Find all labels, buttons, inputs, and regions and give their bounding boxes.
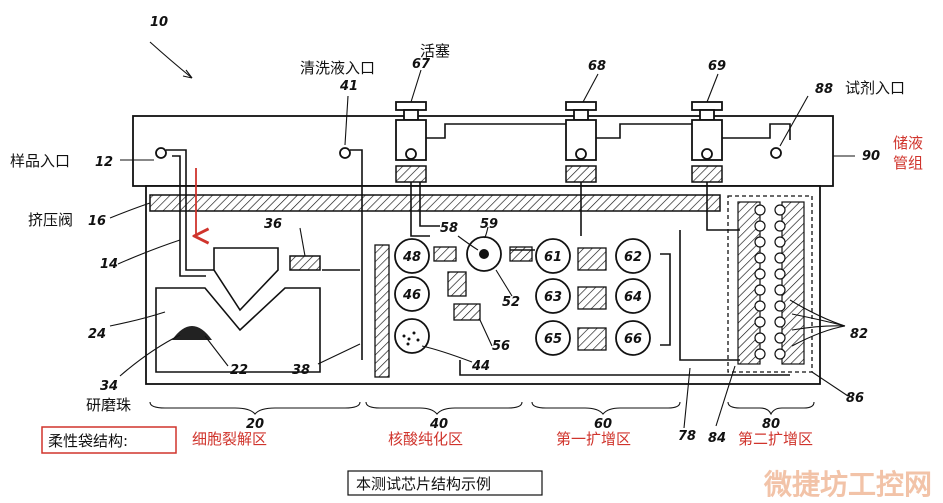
- squeeze-valve-bar: [149, 194, 721, 212]
- wash-inlet-label: 清洗液入口: [300, 59, 375, 77]
- caption-box: [347, 470, 543, 496]
- storage-label-line2: 管组: [893, 154, 923, 172]
- label-38: 38: [292, 363, 310, 378]
- beads-label: 研磨珠: [86, 396, 131, 414]
- zone-60-num: 60: [594, 417, 612, 432]
- label-46: 46: [402, 288, 421, 303]
- squeeze-valve-label: 挤压阀: [28, 211, 73, 229]
- nucleic-zone-label: 核酸纯化区: [388, 430, 463, 448]
- piston-label: 活塞: [420, 42, 450, 60]
- label-14: 14: [100, 257, 118, 272]
- label-44: 44: [471, 359, 490, 374]
- label-86: 86: [846, 391, 864, 406]
- label-66: 66: [624, 332, 642, 347]
- second-amplification-zone: [727, 195, 813, 373]
- sample-inlet-port: [155, 147, 167, 159]
- reagent-inlet-port: [770, 147, 782, 159]
- label-48: 48: [402, 250, 421, 265]
- label-59: 59: [480, 217, 498, 232]
- zone-40-num: 40: [429, 417, 448, 432]
- zone-braces: [149, 401, 815, 416]
- wash-inlet-port: [339, 147, 351, 159]
- label-63: 63: [544, 290, 562, 305]
- label-64: 64: [624, 290, 642, 305]
- label-61: 61: [544, 250, 562, 265]
- leader-lines: [109, 41, 855, 429]
- label-82: 82: [850, 327, 868, 342]
- label-24: 24: [88, 327, 106, 342]
- zone-80-num: 80: [762, 417, 780, 432]
- zone-20-num: 20: [246, 417, 264, 432]
- amp2-zone-label: 第二扩增区: [738, 430, 813, 448]
- wash-inlet-num: 41: [339, 79, 358, 94]
- flex-bag-label: 柔性袋结构:: [48, 432, 128, 450]
- storage-label-line1: 储液: [893, 134, 923, 152]
- lysis-zone-label: 细胞裂解区: [192, 430, 267, 448]
- watermark: 微捷坊工控网: [763, 468, 932, 501]
- label-52: 52: [502, 295, 520, 310]
- label-56: 56: [492, 339, 510, 354]
- caption: 本测试芯片结构示例: [356, 475, 491, 493]
- piston-67: [395, 101, 427, 183]
- label-69: 69: [708, 59, 726, 74]
- label-68: 68: [588, 59, 606, 74]
- storage-manifold-block: [132, 115, 834, 187]
- label-22: 22: [230, 363, 248, 378]
- label-88: 88: [815, 82, 833, 97]
- label-90: 90: [862, 149, 880, 164]
- label-62: 62: [624, 250, 642, 265]
- label-84: 84: [708, 431, 726, 446]
- flex-bag-label-box: [41, 426, 177, 454]
- label-58: 58: [440, 221, 458, 236]
- amp1-zone-label: 第一扩增区: [556, 430, 631, 448]
- sample-inlet-label: 样品入口: [10, 152, 70, 170]
- flexible-bag-body: [145, 185, 821, 385]
- lysis-chamber: [155, 247, 321, 373]
- piston-num: 67: [412, 57, 431, 72]
- piston-68: [565, 101, 597, 183]
- label-16: 16: [88, 214, 106, 229]
- first-amplification-zone: [535, 238, 651, 356]
- label-36: 36: [264, 217, 282, 232]
- label-12: 12: [95, 155, 113, 170]
- label-65: 65: [544, 332, 562, 347]
- label-78: 78: [678, 429, 696, 444]
- reagent-inlet-label: 试剂入口: [845, 79, 905, 97]
- label-34: 34: [100, 379, 118, 394]
- nucleic-purification-zone: [374, 236, 533, 378]
- figure-number: 10: [150, 15, 168, 30]
- piston-69: [691, 101, 723, 183]
